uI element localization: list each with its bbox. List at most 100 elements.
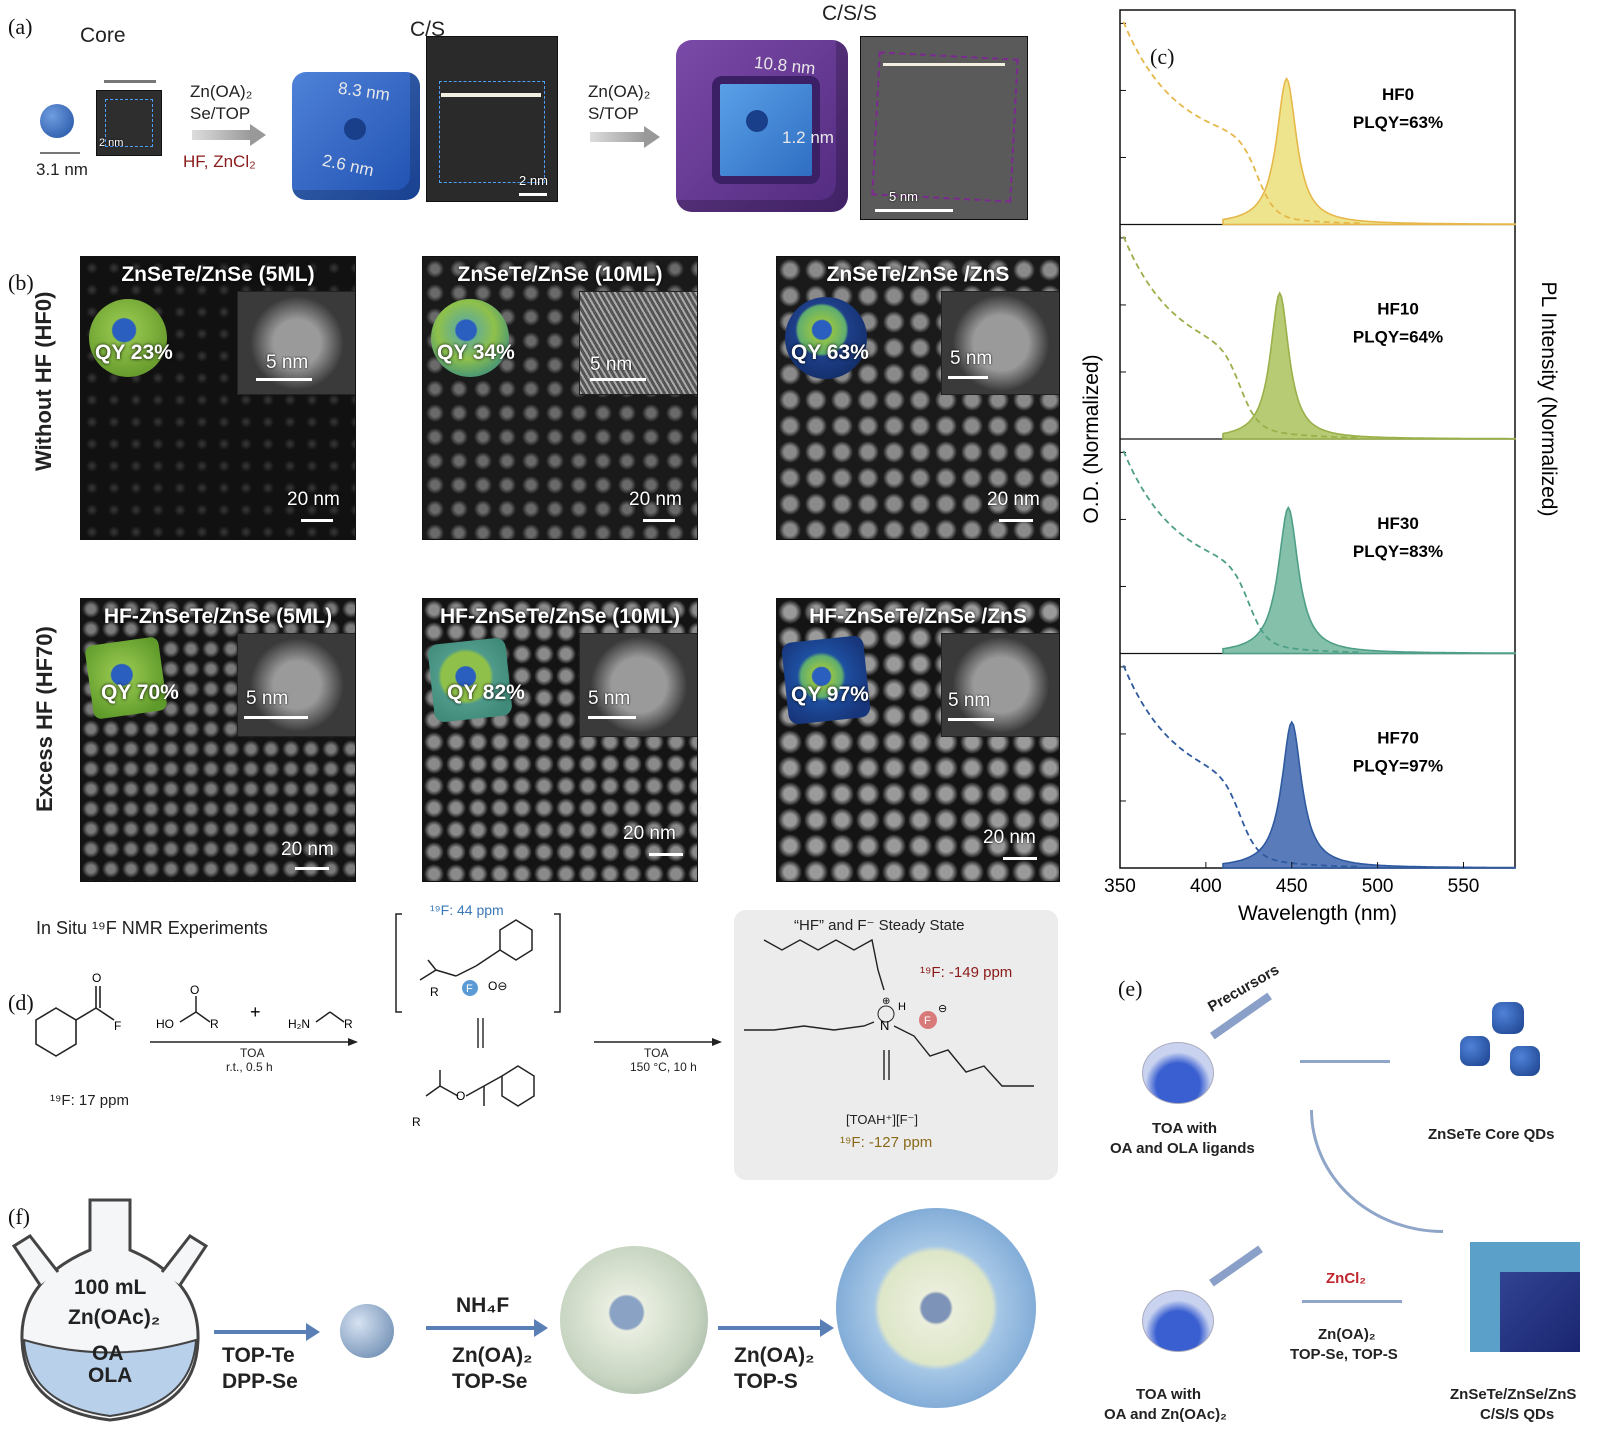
scalebar xyxy=(1003,857,1037,860)
e-arrow-2 xyxy=(1302,1300,1402,1303)
step1-condition-1: TOA xyxy=(240,1046,265,1060)
series-name-label: HF0 xyxy=(1382,85,1414,104)
pl-peak-HF0 xyxy=(1222,76,1516,226)
reaction-scheme: O F HO O R + H₂N R F O⊖ R R O xyxy=(35,913,722,1129)
absorption-curve-HF30 xyxy=(1122,450,1361,654)
absorption-curve-HF70 xyxy=(1122,664,1361,868)
hrtem-inset: 5 nm xyxy=(237,633,355,737)
svg-text:R: R xyxy=(430,985,439,999)
css-tem-box xyxy=(871,51,1019,203)
salt-shift: ¹⁹F: -127 ppm xyxy=(840,1134,933,1151)
pl-peak-HF10 xyxy=(1222,291,1516,440)
flask2-line-2: OA and Zn(OAc)₂ xyxy=(1104,1406,1227,1423)
tem-title: HF-ZnSeTe/ZnSe (5ML) xyxy=(103,605,333,628)
reactant-shift: ¹⁹F: 17 ppm xyxy=(50,1092,129,1109)
absorption-curve-HF10 xyxy=(1122,235,1361,439)
css-core-sphere xyxy=(746,110,768,132)
svg-text:N: N xyxy=(880,1018,889,1033)
css-qd-illustration xyxy=(1470,1242,1580,1352)
inset-scale-label: 5 nm xyxy=(266,352,309,373)
svg-text:H: H xyxy=(898,1001,906,1013)
scale-label: 20 nm xyxy=(623,823,676,844)
step2-reagent-2: S/TOP xyxy=(588,104,639,123)
f-arrow-3 xyxy=(718,1319,834,1337)
tem-image-hf70-5ml: HF-ZnSeTe/ZnSe (5ML) QY 70% 5 nm 20 nm xyxy=(80,598,356,882)
toah-f-salt: [TOAH⁺][F⁻] xyxy=(846,1112,918,1127)
svg-text:O: O xyxy=(190,983,199,997)
inset-scale-label: 5 nm xyxy=(588,688,631,709)
panel-c-label: (c) xyxy=(1150,44,1175,69)
scalebar xyxy=(999,519,1033,522)
shell-model-icon xyxy=(427,637,513,723)
inset-scalebar xyxy=(948,718,994,721)
cs-core-sphere xyxy=(344,118,366,140)
core-size-arrow xyxy=(40,152,80,154)
flask2-line-1: TOA with xyxy=(1136,1386,1201,1403)
e-reagent-2: TOP-Se, TOP-S xyxy=(1290,1346,1398,1363)
svg-text:+: + xyxy=(250,1002,261,1022)
plqy-label: PLQY=64% xyxy=(1353,328,1443,347)
f-core-sphere xyxy=(340,1304,394,1358)
f-step2-line-2: Zn(OA)₂ xyxy=(452,1344,533,1367)
steady-state-box: “HF” and F⁻ Steady State ⊕ N H F ⊖ ¹⁹F: … xyxy=(734,910,1058,1180)
steady-state-title: “HF” and F⁻ Steady State xyxy=(794,917,965,934)
tem-image-hf0-10ml: ZnSeTe/ZnSe (10ML) QY 34% 5 nm 20 nm xyxy=(422,256,698,540)
hrtem-inset: 5 nm xyxy=(941,291,1059,395)
x-tick-label: 400 xyxy=(1190,876,1222,897)
flask-icon-2 xyxy=(1142,1290,1214,1352)
svg-text:R: R xyxy=(210,1017,219,1031)
svg-text:HO: HO xyxy=(156,1017,174,1031)
scale-label: 20 nm xyxy=(281,839,334,860)
css-tem-scale-label: 5 nm xyxy=(889,189,918,204)
step2-reagent-1: Zn(OA)₂ xyxy=(588,82,651,101)
shell-model-icon xyxy=(785,297,867,379)
x-tick-label: 500 xyxy=(1362,876,1394,897)
step1-arrow xyxy=(192,124,266,146)
tem-title: ZnSeTe/ZnSe /ZnS xyxy=(826,263,1010,286)
f-step2-line-3: TOP-Se xyxy=(452,1370,528,1393)
pl-absorption-chart: HF0PLQY=63%HF10PLQY=64%HF30PLQY=83%HF70P… xyxy=(1080,9,1560,925)
svg-text:F: F xyxy=(114,1019,121,1033)
f-step1-line-1: TOP-Te xyxy=(222,1344,295,1367)
flask-content-1: Zn(OAc)₂ xyxy=(68,1306,161,1329)
inset-scalebar xyxy=(590,378,646,381)
flask-content-3: OLA xyxy=(88,1364,133,1387)
scalebar xyxy=(301,519,333,522)
pl-peak-HF70 xyxy=(1222,720,1516,869)
css-dim-shell: 1.2 nm xyxy=(782,128,834,147)
intermediate-shift: ¹⁹F: 44 ppm xyxy=(430,902,504,918)
f-step3-line-1: Zn(OA)₂ xyxy=(734,1344,815,1367)
cs-tem-scale-label: 2 nm xyxy=(519,173,548,188)
svg-text:R: R xyxy=(412,1115,421,1129)
three-neck-flask-icon xyxy=(11,1198,209,1422)
svg-text:R: R xyxy=(344,1017,353,1031)
row-label-hf70: Excess HF (HF70) xyxy=(32,626,57,812)
core-title: Core xyxy=(80,24,126,47)
hrtem-inset: 5 nm xyxy=(579,633,697,737)
qy-label: QY 34% xyxy=(437,341,515,364)
panel-d-label: (d) xyxy=(8,990,34,1015)
tem-title: ZnSeTe/ZnSe (10ML) xyxy=(457,263,663,286)
shell-model-icon xyxy=(84,636,168,720)
core-dim-arrow xyxy=(104,80,156,83)
inset-scale-label: 5 nm xyxy=(950,348,993,369)
hrtem-inset: 5 nm xyxy=(941,633,1059,737)
inset-scalebar xyxy=(588,716,636,719)
core-qd-3 xyxy=(1510,1046,1540,1076)
toah-f-structure: ⊕ N H F ⊖ xyxy=(744,938,1034,1087)
tem-image-hf70-10ml: HF-ZnSeTe/ZnSe (10ML) QY 82% 5 nm 20 nm xyxy=(422,598,698,882)
e-reagent-red: ZnCl₂ xyxy=(1326,1270,1366,1287)
step2-condition-1: TOA xyxy=(644,1046,669,1060)
step1-reagent-1: Zn(OA)₂ xyxy=(190,82,253,101)
cs-tem-box xyxy=(439,81,545,183)
series-name-label: HF30 xyxy=(1377,514,1419,533)
css-inner-cube xyxy=(712,76,820,184)
f-step1-line-2: DPP-Se xyxy=(222,1370,298,1393)
x-tick-label: 350 xyxy=(1104,876,1136,897)
svg-text:O: O xyxy=(456,1089,465,1103)
anhydride-structure xyxy=(425,1065,535,1107)
tem-image-hf0-5ml: ZnSeTe/ZnSe (5ML) QY 23% 5 nm 20 nm xyxy=(80,256,356,540)
inset-scale-label: 5 nm xyxy=(590,354,633,375)
precursors-label: Precursors xyxy=(1205,961,1283,1016)
css-title: C/S/S xyxy=(822,2,877,25)
